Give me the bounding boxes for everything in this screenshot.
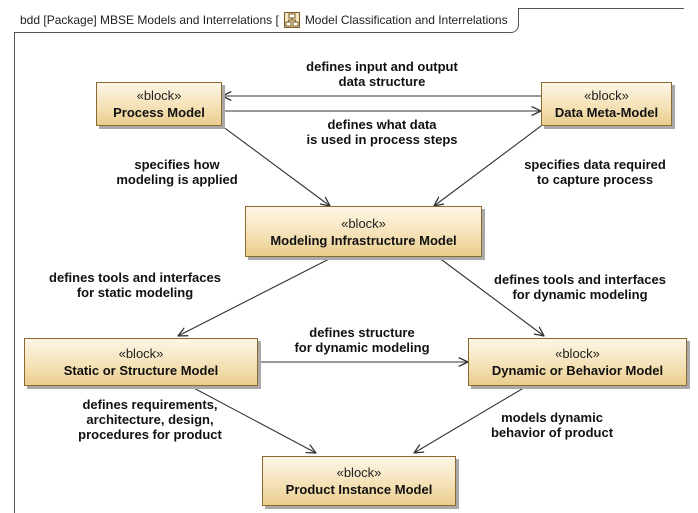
- diagram-header: bdd [Package] MBSE Models and Interrelat…: [14, 8, 519, 33]
- block-name: Product Instance Model: [285, 482, 433, 497]
- edge-static-to-product[interactable]: [189, 385, 316, 453]
- block-stereotype: «block»: [555, 346, 600, 361]
- edge-label-meta-to-process: defines input and output data structure: [306, 59, 458, 89]
- block-stereotype: «block»: [584, 88, 629, 103]
- edge-infra-to-static[interactable]: [178, 256, 334, 336]
- block-static-structure-model[interactable]: «block» Static or Structure Model: [24, 338, 258, 386]
- edge-meta-to-infra[interactable]: [434, 125, 542, 206]
- block-product-instance-model[interactable]: «block» Product Instance Model: [262, 456, 456, 506]
- edge-label-meta-to-infra: specifies data required to capture proce…: [524, 157, 666, 187]
- edge-label-static-to-product: defines requirements, architecture, desi…: [78, 397, 222, 442]
- block-stereotype: «block»: [118, 346, 164, 361]
- block-process-model[interactable]: «block» Process Model: [96, 82, 222, 126]
- edge-infra-to-dynamic[interactable]: [437, 256, 544, 336]
- edge-process-to-infra[interactable]: [221, 125, 330, 206]
- block-name: Data Meta-Model: [554, 105, 659, 120]
- edge-label-infra-to-dynamic: defines tools and interfaces for dynamic…: [494, 272, 666, 302]
- block-name: Process Model: [113, 105, 205, 120]
- edge-label-process-to-infra: specifies how modeling is applied: [116, 157, 238, 187]
- edge-label-infra-to-static: defines tools and interfaces for static …: [49, 270, 221, 300]
- block-stereotype: «block»: [136, 88, 182, 103]
- edge-label-process-to-meta: defines what data is used in process ste…: [306, 117, 458, 147]
- frame-title-name: Model Classification and Interrelations: [304, 13, 508, 27]
- block-name: Static or Structure Model: [63, 363, 219, 378]
- edge-dynamic-to-product[interactable]: [414, 385, 528, 453]
- edge-label-static-to-dynamic: defines structure for dynamic modeling: [294, 325, 430, 355]
- block-dynamic-behavior-model[interactable]: «block» Dynamic or Behavior Model: [468, 338, 687, 386]
- block-data-meta-model[interactable]: «block» Data Meta-Model: [541, 82, 672, 126]
- edge-label-dynamic-to-product: models dynamic behavior of product: [490, 410, 614, 440]
- block-stereotype: «block»: [336, 465, 382, 480]
- block-name: Modeling Infrastructure Model: [270, 232, 457, 248]
- block-modeling-infrastructure-model[interactable]: «block» Modeling Infrastructure Model: [245, 206, 482, 257]
- diagram-icon: [283, 12, 300, 28]
- block-stereotype: «block»: [341, 215, 386, 231]
- frame-title-prefix: bdd [Package] MBSE Models and Interrelat…: [20, 13, 279, 27]
- block-name: Dynamic or Behavior Model: [491, 363, 664, 378]
